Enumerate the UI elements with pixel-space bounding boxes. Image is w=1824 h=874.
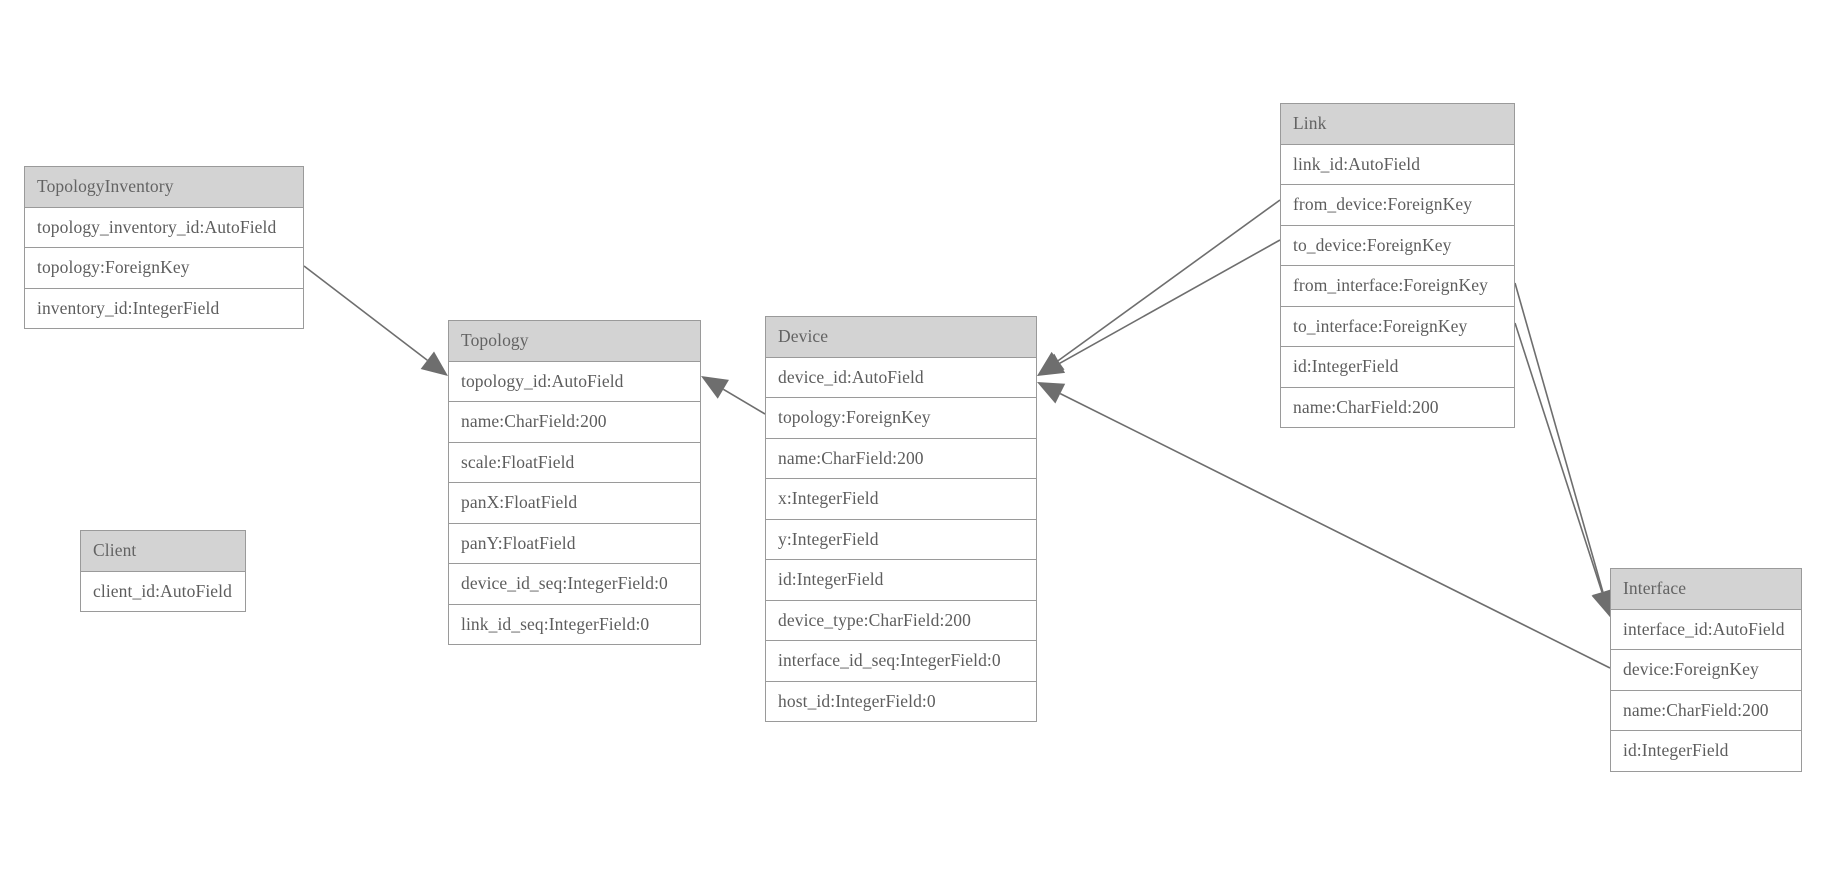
entity-field-row: interface_id:AutoField <box>1611 609 1801 650</box>
relation-arrowhead-icon <box>701 376 729 399</box>
entity-title-topologyinventory: TopologyInventory <box>25 167 303 208</box>
entity-field-row: link_id:AutoField <box>1281 144 1514 185</box>
entity-field-row: scale:FloatField <box>449 442 700 483</box>
entity-field-row: panX:FloatField <box>449 483 700 524</box>
entity-title-interface: Interface <box>1611 569 1801 610</box>
entity-title-topology: Topology <box>449 321 700 362</box>
entity-title-client: Client <box>81 531 245 572</box>
relation-line <box>1059 239 1281 365</box>
entity-field-row: id:IntegerField <box>766 560 1036 601</box>
entity-field-row: device_id_seq:IntegerField:0 <box>449 564 700 605</box>
entity-field-row: x:IntegerField <box>766 479 1036 520</box>
entity-field-row: device_type:CharField:200 <box>766 600 1036 641</box>
relation-link-to-interface <box>1514 322 1613 617</box>
entity-field-row: device_id:AutoField <box>766 357 1036 398</box>
entity-title-device: Device <box>766 317 1036 358</box>
entity-field-row: name:CharField:200 <box>449 402 700 443</box>
relation-line <box>1057 199 1281 362</box>
entity-field-row: device:ForeignKey <box>1611 650 1801 691</box>
entity-field-row: topology:ForeignKey <box>25 248 303 289</box>
entity-field-row: from_device:ForeignKey <box>1281 185 1514 226</box>
entity-field-row: panY:FloatField <box>449 523 700 564</box>
relation-link-to-device <box>1037 239 1281 376</box>
relation-line <box>1514 282 1604 593</box>
entity-field-row: name:CharField:200 <box>766 438 1036 479</box>
relation-device-topology <box>701 376 766 415</box>
relation-arrowhead-icon <box>1037 351 1065 376</box>
entity-field-row: name:CharField:200 <box>1611 690 1801 731</box>
entity-field-row: name:CharField:200 <box>1281 387 1514 427</box>
relation-link-from-device <box>1037 199 1281 376</box>
relation-line <box>1514 322 1603 593</box>
entity-field-row: topology_inventory_id:AutoField <box>25 207 303 248</box>
relation-link-from-interface <box>1514 282 1614 617</box>
entity-title-link: Link <box>1281 104 1514 145</box>
entity-field-row: from_interface:ForeignKey <box>1281 266 1514 307</box>
entity-field-row: id:IntegerField <box>1611 731 1801 771</box>
relation-line <box>303 265 428 361</box>
entity-field-row: inventory_id:IntegerField <box>25 288 303 328</box>
entity-field-row: interface_id_seq:IntegerField:0 <box>766 641 1036 682</box>
entity-field-row: topology_id:AutoField <box>449 361 700 402</box>
relation-topologyinventory-topology <box>303 265 448 376</box>
entity-field-row: client_id:AutoField <box>81 571 245 611</box>
entity-field-row: host_id:IntegerField:0 <box>766 681 1036 721</box>
relation-arrowhead-icon <box>1037 353 1066 376</box>
entity-field-row: to_interface:ForeignKey <box>1281 306 1514 347</box>
relation-arrowhead-icon <box>1037 382 1066 404</box>
relation-line <box>722 388 766 415</box>
entity-field-row: id:IntegerField <box>1281 347 1514 388</box>
entity-field-row: to_device:ForeignKey <box>1281 225 1514 266</box>
relation-arrowhead-icon <box>420 351 448 376</box>
entity-field-row: topology:ForeignKey <box>766 398 1036 439</box>
entity-field-row: link_id_seq:IntegerField:0 <box>449 604 700 644</box>
entity-field-row: y:IntegerField <box>766 519 1036 560</box>
relation-line <box>1059 392 1611 669</box>
